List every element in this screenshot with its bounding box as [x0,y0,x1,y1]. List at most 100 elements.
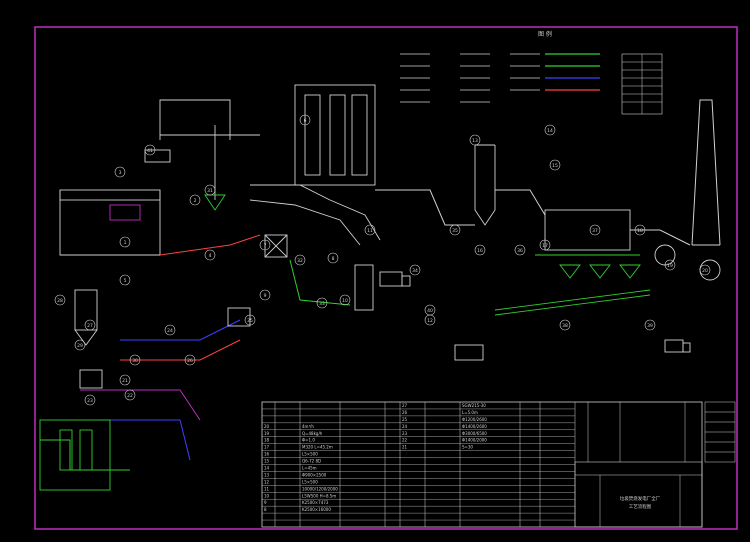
equipment-marker-label: 39 [647,323,653,329]
equipment-marker-label: 26 [187,358,193,364]
equipment-marker-label: 17 [542,243,548,249]
title-line-2: 工艺流程图 [629,503,652,510]
table-row-no: 9 [264,500,267,505]
table-row-no: 24 [402,424,408,429]
table-row-spec: L5W500 H=8.5m [302,493,336,498]
equipment-marker-label: 7 [264,243,267,249]
equipment-marker-label: 23 [87,398,93,404]
table-row-no: 15 [264,459,270,464]
table-row-spec: S=30 [462,445,473,450]
equipment-marker-circle [409,264,421,276]
equipment-marker-circle [634,224,646,236]
equipment-marker-circle [189,194,201,206]
table-row-spec: Φ1400/2000 [462,438,487,443]
equipment-marker-label: 12 [427,318,433,324]
equipment-marker-label: 14 [547,128,553,134]
equipment-marker-circle [84,394,96,406]
equipment-marker-circle [124,389,136,401]
equipment-marker-circle [119,236,131,248]
equipment-marker-circle [184,354,196,366]
equipment-marker-label: 16 [477,248,483,254]
table-row-no: 27 [402,403,408,408]
table-row-spec: M320 L=45.2m [302,445,333,450]
table-row-spec: L=45m [302,466,317,471]
equipment-marker-label: 40 [427,308,433,314]
chimney [691,99,721,246]
flue-gas-treatment [474,144,721,316]
table-row-no: 16 [264,452,270,457]
table-row-no: 13 [264,472,270,477]
table-row-spec: Φ1400/2600 [462,424,487,429]
table-row-no: 8 [264,507,267,512]
equipment-marker-circle [204,249,216,261]
equipment-marker-label: 33 [319,301,325,307]
equipment-marker-label: 31 [207,188,213,194]
equipment-marker-label: 19 [667,263,673,269]
equipment-marker-circle [364,224,376,236]
equipment-marker-circle [84,319,96,331]
equipment-marker-circle [114,166,126,178]
equipment-marker-circle [54,294,66,306]
table-row-no: 17 [264,445,270,450]
equipment-marker-label: 28 [57,298,63,304]
equipment-marker-label: 15 [552,163,558,169]
table-row-no: 22 [402,438,408,443]
table-row-no: 12 [264,479,270,484]
equipment-marker-circle [294,254,306,266]
table-row-no: 25 [402,417,408,422]
table-row-no: 26 [402,410,408,415]
equipment-marker-label: 32 [297,258,303,264]
equipment-marker-circle [144,144,156,156]
table-row-spec: Φ900×2500 [302,472,327,477]
table-row-spec: Q=48kg/h [302,431,323,436]
equipment-marker-label: 36 [517,248,523,254]
legend-title: 图 例 [538,30,552,38]
equipment-marker-circle [259,289,271,301]
equipment-marker-circle [474,244,486,256]
equipment-marker-circle [539,239,551,251]
equipment-marker-circle [327,252,339,264]
table-row-no: 18 [264,438,270,443]
furnace-boiler [249,84,381,311]
equipment-marker-label: 1 [124,240,127,246]
equipment-marker-label: 8 [332,256,335,262]
title-line-1: 垃圾焚烧发电厂全厂 [620,495,661,502]
table-row-spec: L=5.0m [462,410,478,415]
equipment-marker-label: 11 [367,228,373,234]
lime-silo-system [39,289,111,491]
equipment-marker-circle [644,319,656,331]
side-table [704,401,736,463]
equipment-marker-circle [129,354,141,366]
equipment-marker-circle [589,224,601,236]
equipment-marker-circle [299,114,311,126]
table-row-spec: SGW215-30 [462,403,486,408]
equipment-marker-circle [469,134,481,146]
table-row-spec: 10000/1200/2000 [302,486,338,491]
equipment-marker-circle [74,339,86,351]
table-row-spec: Q6-72 8D [302,459,321,464]
equipment-marker-circle [164,324,176,336]
equipment-marker-label: 21 [122,378,128,384]
equipment-marker-label: 24 [167,328,173,334]
equipment-marker-label: 30 [132,358,138,364]
equipment-marker-label: 6 [304,118,307,124]
table-row-spec: 4m³/h [302,424,314,429]
equipment-marker-circle [549,159,561,171]
table-row-no: 10 [264,493,270,498]
table-row-spec: Φ1200/2600 [462,417,487,422]
equipment-marker-circle [559,319,571,331]
table-row-spec: K2500×7473 [302,500,329,505]
equipment-marker-label: 2 [194,198,197,204]
equipment-marker-label: 4 [209,253,212,259]
equipment-marker-circle [119,374,131,386]
equipment-number-markers: 1234567891011121314151617181920212223242… [54,114,711,406]
equipment-marker-label: 18 [637,228,643,234]
legend-block: 图 例 [400,30,663,115]
table-row-spec: Φ=1.0 [302,438,315,443]
table-row-spec: L5×500 [302,452,318,457]
equipment-marker-circle [449,224,461,236]
equipment-marker-label: 25 [247,318,253,324]
pipelines [40,189,691,471]
